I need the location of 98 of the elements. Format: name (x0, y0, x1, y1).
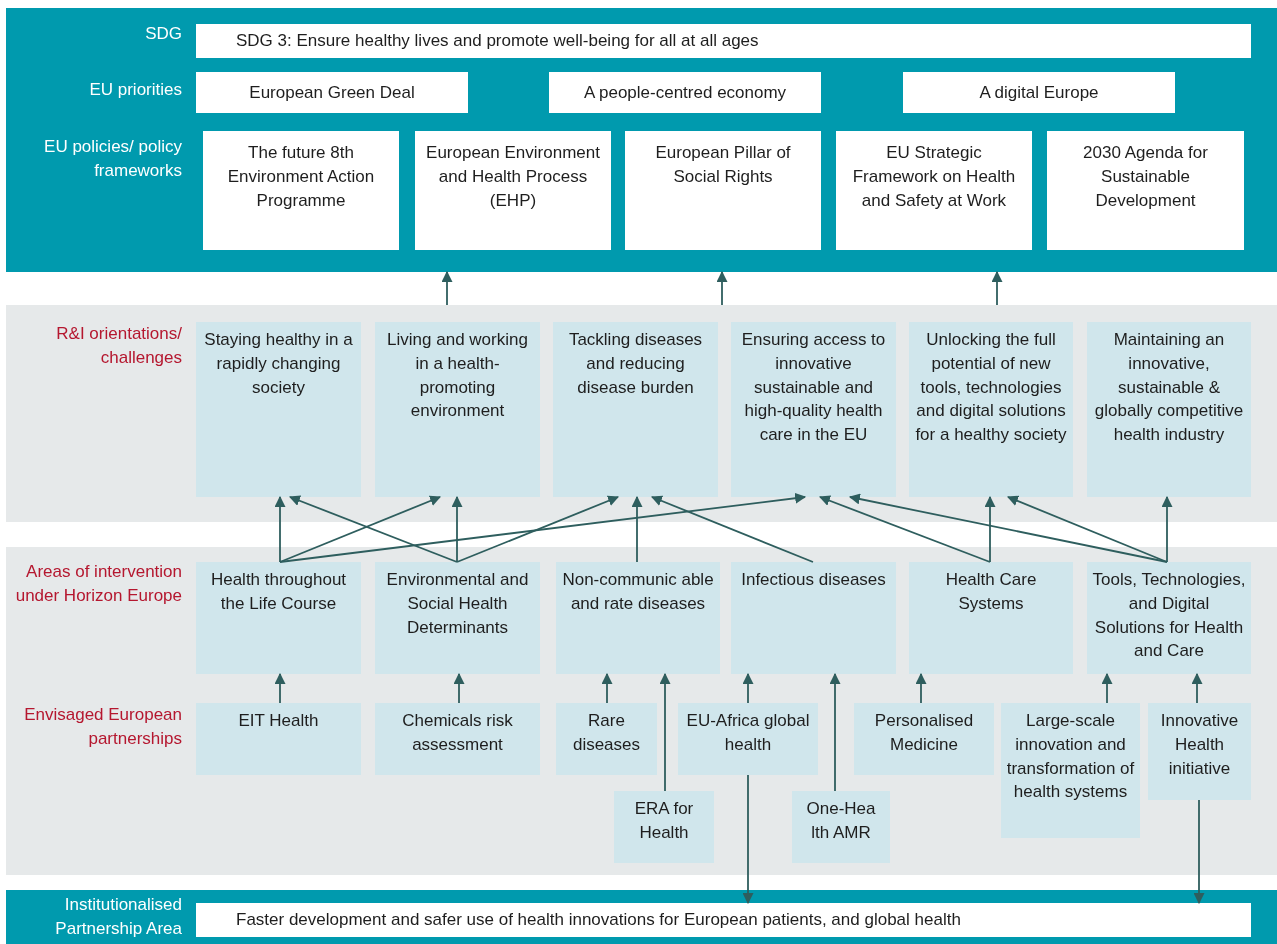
topic-box (614, 791, 714, 863)
topic-box (909, 562, 1073, 674)
section-band (6, 8, 1277, 272)
row-label: EU policies/ policy frameworks (43, 136, 182, 182)
section-band (6, 890, 1277, 944)
text-box (549, 72, 821, 113)
box-text: A people-centred economy (583, 81, 787, 104)
box-text: Maintaining an innovative, sustainable & globally competitive health industry (1093, 329, 1245, 447)
section-band (6, 305, 1277, 522)
box-text: Infectious diseases (741, 569, 886, 591)
topic-box (792, 791, 890, 863)
text-box (203, 131, 399, 250)
topic-box (909, 322, 1073, 497)
box-text: Large-scale innovation and transformation of health systems (1006, 710, 1135, 804)
box-text: Non-communic able and rate diseases (561, 569, 715, 615)
topic-box (196, 562, 361, 674)
row-label: Areas of intervention under Horizon Europe (14, 561, 182, 607)
topic-box (1148, 703, 1251, 800)
text-box (415, 131, 611, 250)
box-text: SDG 3: Ensure healthy lives and promote well-being for all at all ages (236, 30, 759, 53)
arrow (1193, 799, 1205, 905)
topic-box (556, 562, 720, 674)
topic-box (553, 322, 718, 497)
arrow (1007, 495, 1168, 563)
arrow (274, 495, 286, 563)
topic-box (731, 562, 896, 674)
arrow (742, 774, 754, 905)
arrow (631, 495, 643, 563)
arrow (274, 672, 286, 704)
topic-box (375, 562, 540, 674)
arrow (991, 270, 1003, 306)
topic-box (678, 703, 818, 775)
text-box (625, 131, 821, 250)
row-label: EU priorities (88, 79, 182, 101)
box-text: Health Care Systems (944, 569, 1038, 615)
arrow (1191, 672, 1203, 704)
box-text: Chemicals risk assessment (401, 710, 514, 756)
arrow (659, 672, 671, 792)
arrow (451, 495, 463, 563)
box-text: The future 8th Environment Action Programme (226, 142, 376, 212)
box-text: EU-Africa global health (685, 710, 811, 756)
topic-box (854, 703, 994, 775)
topic-box (1087, 322, 1251, 497)
arrow (651, 495, 814, 563)
arrow (1101, 672, 1113, 704)
box-text: A digital Europe (979, 81, 1099, 104)
topic-box (196, 322, 361, 497)
box-text: 2030 Agenda for Sustainable Development (1082, 142, 1209, 212)
arrow (456, 495, 619, 563)
box-text: One-Hea lth AMR (805, 798, 877, 844)
arrow (1161, 495, 1173, 563)
arrow (742, 672, 754, 704)
row-label: R&I orientations/ challenges (55, 323, 182, 369)
topic-box (375, 322, 540, 497)
arrow (716, 270, 728, 306)
box-text: EIT Health (238, 710, 319, 732)
text-box (1047, 131, 1244, 250)
box-text: Rare diseases (571, 710, 642, 756)
topic-box (731, 322, 896, 497)
text-box (196, 72, 468, 113)
box-text: European Pillar of Social Rights (654, 142, 792, 188)
box-text: Faster development and safer use of health innovations for European patients, and global health (236, 909, 961, 932)
arrow (915, 672, 927, 704)
topic-box (196, 703, 361, 775)
box-text: ERA for Health (633, 798, 695, 844)
section-band (6, 547, 1277, 875)
topic-box (375, 703, 540, 775)
text-box (836, 131, 1032, 250)
arrow (818, 495, 991, 563)
box-text: EU Strategic Framework on Health and Safety at Work (851, 142, 1017, 212)
arrow (984, 495, 996, 563)
box-text: European Green Deal (249, 81, 415, 104)
arrow (848, 493, 1168, 563)
arrow (441, 270, 453, 306)
topic-box (1001, 703, 1140, 838)
box-text: Unlocking the full potential of new tools, technologies and digital solutions for a healthy society (914, 329, 1068, 447)
topic-box (556, 703, 657, 775)
text-box (196, 24, 1251, 58)
box-text: Environmental and Social Health Determinants (385, 569, 530, 639)
row-label: Envisaged European partnerships (23, 704, 182, 750)
text-box (903, 72, 1175, 113)
arrow (601, 672, 613, 704)
topic-box (1087, 562, 1251, 674)
row-label: Institutionalised Partnership Area (54, 894, 182, 940)
arrow (453, 672, 465, 704)
box-text: European Environment and Health Process (EHP) (425, 142, 601, 212)
box-text: Tools, Technologies, and Digital Solutions for Health and Care (1092, 569, 1246, 663)
box-text: Innovative Health initiative (1159, 710, 1240, 780)
box-text: Living and working in a health-promoting environment (386, 329, 529, 423)
text-box (196, 903, 1251, 937)
box-text: Health throughout the Life Course (209, 569, 348, 615)
box-text: Personalised Medicine (873, 710, 975, 756)
arrow (279, 492, 807, 563)
row-label: SDG (144, 23, 182, 45)
box-text: Staying healthy in a rapidly changing society (203, 329, 354, 399)
arrow (829, 672, 841, 792)
box-text: Ensuring access to innovative sustainable and high-quality health care in the EU (740, 329, 887, 447)
box-text: Tackling diseases and reducing disease burden (567, 329, 704, 399)
